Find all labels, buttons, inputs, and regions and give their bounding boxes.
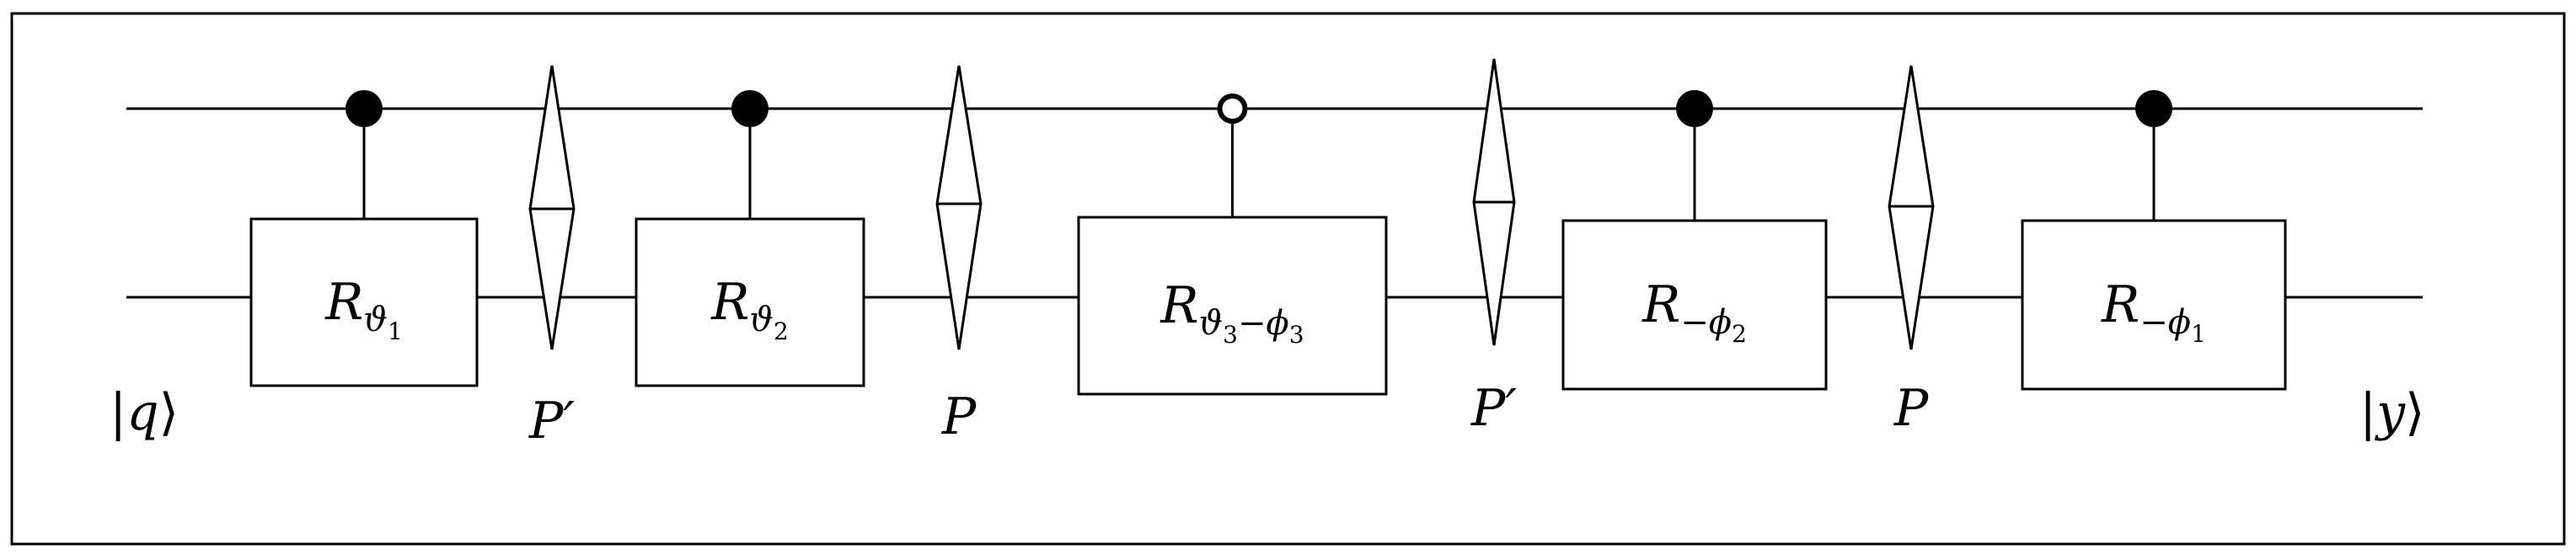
gate-box — [1077, 216, 1388, 396]
gate-label: Rϑ1 — [324, 273, 403, 345]
swap-label: P′ — [528, 392, 575, 451]
gate-label: R−ϕ2 — [1641, 275, 1747, 348]
gate-subscript-index: 1 — [388, 317, 403, 345]
gate-subscript: −ϕ — [1680, 303, 1732, 342]
filled-control-dot — [1676, 90, 1713, 127]
gate-subscript-index: 1 — [2191, 320, 2206, 348]
gate-subscript-index: 2 — [774, 317, 789, 345]
gate-box — [635, 217, 865, 387]
rotation-gate: Rϑ3−ϕ3 — [1077, 93, 1388, 396]
gate-base: R — [710, 273, 749, 332]
output-state-label: |y⟩ — [2359, 383, 2425, 442]
gate-box — [1561, 219, 1828, 391]
swap-label: P — [941, 387, 977, 446]
open-control-dot — [1217, 93, 1248, 124]
diagram-frame — [10, 12, 2566, 546]
permutation-swap: P′ — [1470, 58, 1517, 438]
gate-subscript-index: 3 — [1223, 321, 1238, 349]
gate-subscript: ϑ — [363, 301, 388, 339]
gate-label: Rϑ2 — [710, 273, 789, 345]
gate-base: R — [1641, 275, 1680, 334]
gate-label: R−ϕ1 — [2101, 275, 2206, 348]
rotation-gate: R−ϕ2 — [1561, 90, 1828, 391]
gate-box — [2021, 219, 2287, 391]
swap-label: P — [1893, 379, 1930, 438]
filled-control-dot — [2135, 90, 2172, 127]
rotation-gate: Rϑ2 — [635, 90, 865, 387]
swap-diamond — [935, 65, 983, 350]
gate-box — [249, 217, 479, 387]
permutation-swap: P′ — [528, 65, 576, 451]
permutation-swap: P — [935, 65, 983, 446]
gate-base: R — [2101, 275, 2140, 334]
rotation-gate: Rϑ1 — [249, 90, 479, 387]
gate-subscript-index: 2 — [1732, 320, 1747, 348]
swap-label: P′ — [1470, 379, 1517, 438]
swaps-layer: P′ P P′ P — [528, 58, 1935, 451]
gate-label: Rϑ3−ϕ3 — [1159, 276, 1304, 349]
filled-control-dot — [345, 90, 383, 127]
input-state-label: |q⟩ — [110, 383, 179, 442]
gate-base: R — [1159, 276, 1198, 335]
gate-subscript-tail-index: 3 — [1289, 321, 1304, 349]
gate-subscript: ϑ — [749, 301, 774, 339]
permutation-swap: P — [1888, 65, 1935, 438]
gate-subscript: ϑ — [1199, 304, 1224, 343]
gate-subscript-tail: −ϕ — [1238, 304, 1289, 343]
gate-base: R — [324, 273, 363, 332]
rotation-gate: R−ϕ1 — [2021, 90, 2287, 391]
gate-subscript: −ϕ — [2140, 303, 2191, 342]
filled-control-dot — [731, 90, 769, 127]
